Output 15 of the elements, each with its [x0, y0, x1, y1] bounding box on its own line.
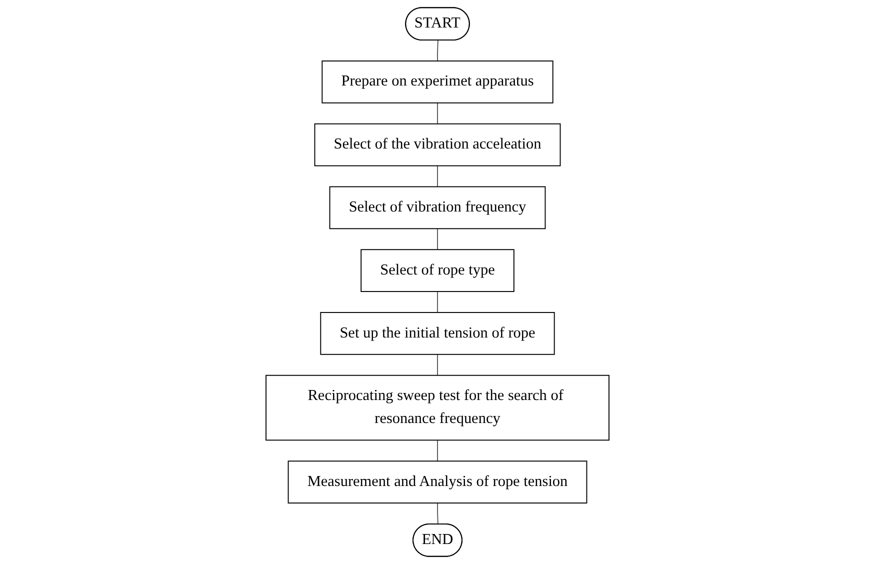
connector — [437, 165, 438, 188]
connector — [437, 502, 438, 525]
node-box: Select of rope type — [360, 249, 514, 292]
node-box: Select of the vibration acceleation — [314, 123, 561, 166]
node-box: Reciprocating sweep test for the search of resonance frequency — [266, 374, 610, 441]
node-box: Measurement and Analysis of rope tension — [288, 460, 588, 504]
connector — [437, 354, 438, 376]
connector — [437, 440, 438, 462]
node-box: Prepare on experimet apparatus — [322, 60, 554, 104]
node-box: Select of vibration frequency — [329, 186, 546, 230]
connector — [437, 291, 438, 313]
node-box: Set up the initial tension of rope — [320, 312, 555, 355]
connector — [437, 40, 438, 62]
connector — [437, 228, 438, 250]
connector — [437, 102, 438, 124]
